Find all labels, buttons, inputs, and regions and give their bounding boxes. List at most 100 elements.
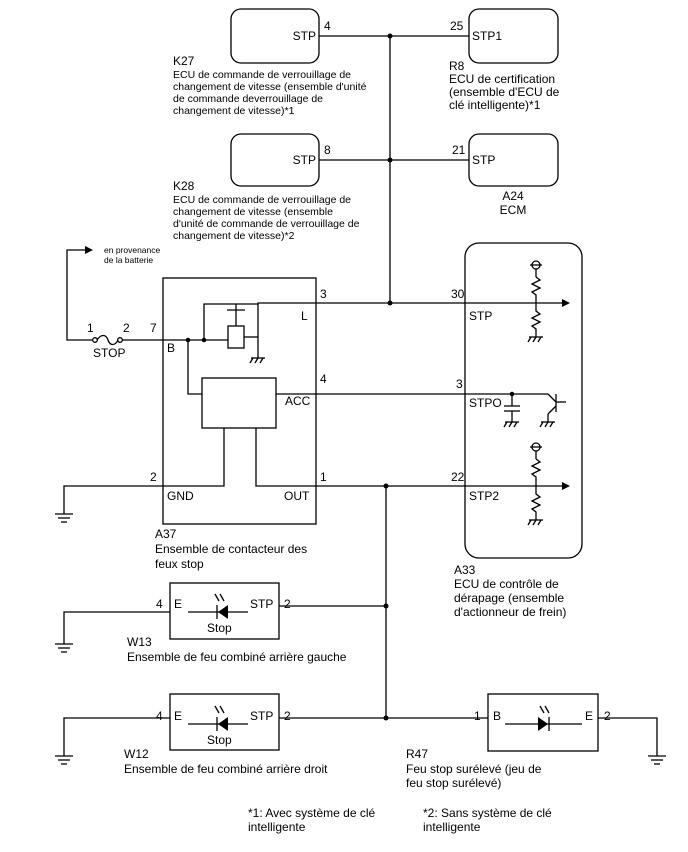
a37-pin-acc-name: ACC <box>285 394 311 408</box>
w13-desc: Ensemble de feu combiné arrière gauche <box>127 650 347 664</box>
ground-symbol <box>532 336 537 343</box>
light-arrow-icon <box>214 593 220 602</box>
light-arrow-icon <box>219 593 225 602</box>
a37-pin-acc-num: 4 <box>320 372 327 386</box>
transistor <box>547 405 557 415</box>
a24-code: A24 <box>502 189 524 203</box>
wire-a37-gnd <box>63 485 163 514</box>
w13-lamp-label: Stop <box>207 621 232 635</box>
ground-symbol <box>249 357 254 364</box>
fuse-terminal <box>117 337 123 343</box>
a24-pin-num: 21 <box>452 143 466 157</box>
transistor <box>547 393 557 403</box>
k28-desc: ECU de commande de verrouillage de chang… <box>173 194 362 242</box>
wire-battery-feed <box>66 249 92 341</box>
fuse-name: STOP <box>93 346 125 360</box>
a37-pin-out-num: 1 <box>320 470 327 484</box>
a37-pin-gnd-num: 2 <box>150 470 157 484</box>
relay-coil <box>227 325 245 349</box>
w12-lamp-label: Stop <box>207 733 232 747</box>
ground-symbol <box>544 421 549 428</box>
w13-pin-stp-num: 2 <box>284 597 291 611</box>
r8-desc: ECU de certification (ensemble d'ECU de … <box>449 72 563 112</box>
r8-pin-num: 25 <box>450 19 464 33</box>
k28-pin-num: 8 <box>324 143 331 157</box>
junction <box>387 157 393 163</box>
arrow-head <box>85 246 93 254</box>
resistor <box>530 486 542 520</box>
r47-led-icon <box>538 717 548 731</box>
a33-pin-stp-name: STP <box>469 309 492 323</box>
w12-pin-stp-name: STP <box>250 709 273 723</box>
a33-pin-stp2-num: 22 <box>451 470 465 484</box>
k27-pin-name: STP <box>293 29 316 43</box>
light-arrow-icon <box>544 705 550 714</box>
resistor <box>530 276 542 303</box>
battery-label: en provenance de la batterie <box>104 245 163 265</box>
a33-pin-stp-num: 30 <box>451 287 465 301</box>
ground-symbol <box>508 421 513 428</box>
w12-pin-e-num: 4 <box>156 709 163 723</box>
ground-symbol <box>513 421 518 428</box>
junction <box>383 483 389 489</box>
light-arrow-icon <box>219 705 225 714</box>
ground-symbol <box>254 357 259 364</box>
k27-pin-num: 4 <box>324 19 331 33</box>
a24-desc: ECM <box>500 203 527 217</box>
r47-pin-e-num: 2 <box>604 709 611 723</box>
r8-pin-name: STP1 <box>472 29 502 43</box>
w12-led-icon <box>218 717 228 731</box>
k28-pin-name: STP <box>293 153 316 167</box>
ground-symbol <box>537 336 542 343</box>
wire-internal <box>250 302 316 305</box>
r47-desc: Feu stop surélevé (jeu de feu stop surél… <box>406 762 545 790</box>
w13-code: W13 <box>127 635 152 649</box>
a37-pin-b-num: 7 <box>150 321 157 335</box>
r47-code: R47 <box>406 747 428 761</box>
a33-pin-stp2-name: STP2 <box>469 489 499 503</box>
r47-pin-b-num: 1 <box>474 709 481 723</box>
wire-r47-e-gnd <box>598 717 658 756</box>
a37-pin-l-name: L <box>301 309 308 323</box>
a37-pin-l-num: 3 <box>320 287 327 301</box>
note-2: *2: Sans système de clé intelligente <box>423 806 555 834</box>
w13-pin-e-name: E <box>174 597 182 611</box>
arrow-head <box>562 482 570 490</box>
wire-internal <box>255 428 316 487</box>
w12-pin-stp-num: 2 <box>284 709 291 723</box>
a33-code: A33 <box>454 563 476 577</box>
a37-code: A37 <box>155 527 177 541</box>
a33-desc: ECU de contrôle de dérapage (ensemble d'… <box>454 577 567 619</box>
k28-code: K28 <box>173 179 195 193</box>
fuse-pin2: 2 <box>123 321 130 335</box>
a33-pin-stpo-num: 3 <box>456 377 463 391</box>
wire-internal <box>203 303 222 340</box>
ground-symbol <box>259 357 264 364</box>
ground-symbol <box>549 421 554 428</box>
resistor <box>530 458 542 486</box>
a33-pin-stpo-name: STPO <box>469 396 502 410</box>
fuse-pin1: 1 <box>87 321 94 335</box>
fuse-terminal <box>92 337 98 343</box>
a37-pin-gnd-name: GND <box>167 489 194 503</box>
light-arrow-icon <box>539 705 545 714</box>
resistor <box>530 303 542 337</box>
wire-w12-e-gnd <box>63 717 170 756</box>
a37-pin-b-name: B <box>167 341 175 355</box>
k27-desc: ECU de commande de verrouillage de chang… <box>173 69 369 117</box>
w12-desc: Ensemble de feu combiné arrière droit <box>124 762 328 776</box>
a24-pin-name: STP <box>472 153 495 167</box>
fuse-symbol <box>96 334 119 346</box>
a37-control-block <box>201 377 277 429</box>
w12-code: W12 <box>124 747 149 761</box>
ground-symbol <box>537 519 542 526</box>
wire-internal <box>163 428 225 487</box>
r47-pin-b-name: B <box>493 709 501 723</box>
w13-pin-e-num: 4 <box>156 597 163 611</box>
arrow-head <box>562 299 570 307</box>
k27-code: K27 <box>173 54 195 68</box>
light-arrow-icon <box>214 705 220 714</box>
a37-pin-out-name: OUT <box>284 489 310 503</box>
wire-w13-e-gnd <box>63 611 170 644</box>
